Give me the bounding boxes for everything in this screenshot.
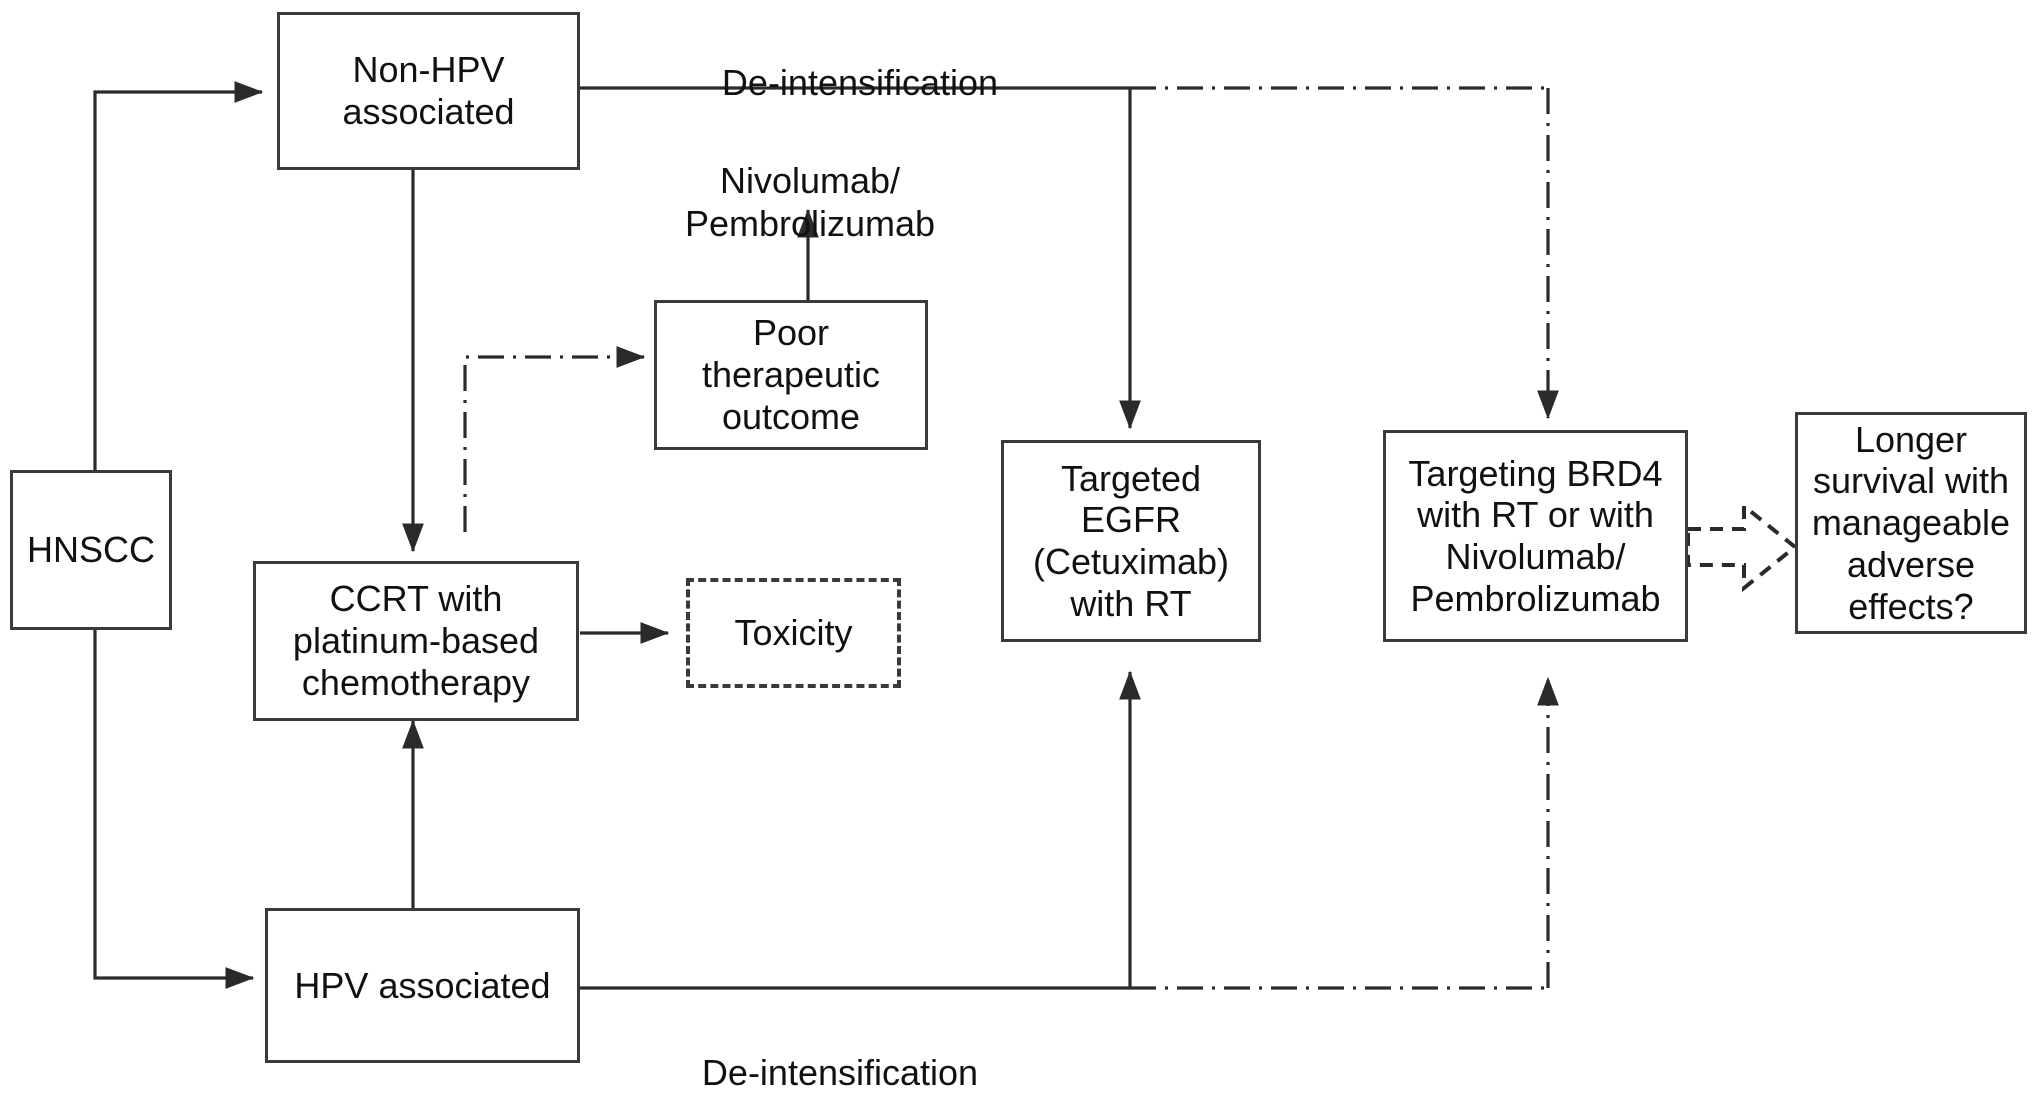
edge-label-de-intensification-bottom-text: De-intensification	[701, 1052, 979, 1094]
node-toxicity[interactable]: Toxicity	[686, 578, 901, 688]
node-hnscc[interactable]: HNSCC	[10, 470, 172, 630]
edge-hnscc-to-nonhpv	[93, 81, 264, 470]
node-targeting-brd4-label: Targeting BRD4 with RT or with Nivolumab…	[1408, 452, 1663, 619]
node-longer-survival-label: Longer survival with manageable adverse …	[1811, 418, 2011, 627]
edge-label-de-intensification-bottom: De-intensification	[600, 1010, 1080, 1095]
edge-label-nivolumab-pembrolizumab: Nivolumab/ Pembrolizumab	[600, 118, 1020, 245]
node-hpv-associated[interactable]: HPV associated	[265, 908, 580, 1063]
node-ccrt-platinum-chemotherapy[interactable]: CCRT with platinum-based chemotherapy	[253, 561, 579, 721]
node-hpv-associated-label: HPV associated	[294, 964, 551, 1006]
node-toxicity-label: Toxicity	[734, 612, 853, 654]
node-longer-survival[interactable]: Longer survival with manageable adverse …	[1795, 412, 2027, 634]
edge-hnscc-to-hpv	[93, 600, 255, 989]
node-targeting-brd4[interactable]: Targeting BRD4 with RT or with Nivolumab…	[1383, 430, 1688, 642]
node-targeted-egfr-label: Targeted EGFR (Cetuximab) with RT	[1032, 457, 1230, 624]
flowchart-canvas: HNSCC Non-HPV associated HPV associated …	[10, 12, 2027, 1094]
node-ccrt-platinum-chemotherapy-label: CCRT with platinum-based chemotherapy	[292, 578, 540, 703]
node-targeted-egfr[interactable]: Targeted EGFR (Cetuximab) with RT	[1001, 440, 1261, 642]
edge-label-nivolumab-pembrolizumab-text: Nivolumab/ Pembrolizumab	[684, 160, 936, 244]
node-non-hpv-associated-label: Non-HPV associated	[342, 49, 515, 132]
block-arrow-brd4-to-longer	[1686, 501, 1799, 593]
node-hnscc-label: HNSCC	[26, 529, 155, 571]
edge-label-de-intensification-top: De-intensification	[620, 20, 1100, 105]
connector-layer	[93, 81, 1799, 990]
node-poor-therapeutic-outcome[interactable]: Poor therapeutic outcome	[654, 300, 928, 450]
node-non-hpv-associated[interactable]: Non-HPV associated	[277, 12, 580, 170]
edge-ccrt-to-poor	[463, 346, 646, 532]
node-poor-therapeutic-outcome-label: Poor therapeutic outcome	[701, 312, 881, 437]
edge-label-de-intensification-top-text: De-intensification	[721, 62, 999, 104]
